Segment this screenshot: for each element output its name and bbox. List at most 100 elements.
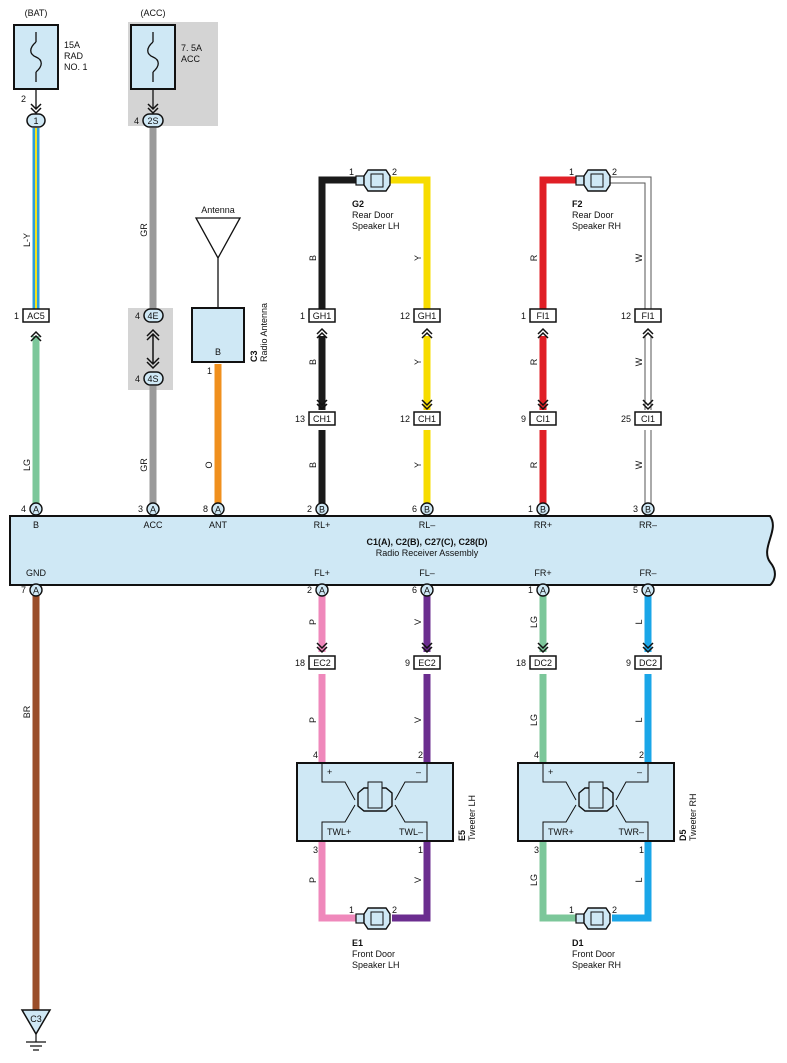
bat-source-label: (BAT) xyxy=(25,8,48,18)
speaker-g2 xyxy=(355,169,391,192)
connector-dc2-left: DC2 18 xyxy=(516,642,557,670)
wire-label-v-mid: V xyxy=(413,717,423,723)
connector-ci1-right: CI1 25 xyxy=(621,399,662,426)
connector-4e: 4E 4 xyxy=(135,308,164,323)
tweeter-d5-minus: – xyxy=(637,767,642,777)
fuse-rad-no1 xyxy=(13,24,59,90)
receiver-pin-conn: A xyxy=(33,586,39,596)
receiver-pin-conn: B xyxy=(424,505,430,515)
receiver-pin-conn: A xyxy=(645,586,651,596)
receiver-pin-conn: B xyxy=(645,505,651,515)
wire-r-top xyxy=(539,176,576,310)
wire-label-b-mid: B xyxy=(308,359,318,365)
fuse-icon xyxy=(147,41,159,73)
svg-text:1: 1 xyxy=(14,311,19,321)
receiver-pin-number: 1 xyxy=(528,585,533,595)
svg-text:4: 4 xyxy=(135,311,140,321)
svg-text:DC2: DC2 xyxy=(534,658,552,668)
svg-text:AC5: AC5 xyxy=(27,311,45,321)
wire-y-top xyxy=(390,176,431,310)
speaker-e1-pin1: 1 xyxy=(349,905,354,915)
radio-receiver-box xyxy=(9,515,776,586)
receiver-pin-number: 2 xyxy=(307,585,312,595)
wire-label-p-mid: P xyxy=(308,717,318,723)
svg-text:CH1: CH1 xyxy=(418,414,436,424)
chevron-down-icon xyxy=(537,642,549,654)
chevron-down-icon xyxy=(147,103,159,115)
ground-triangle-icon xyxy=(20,1009,52,1036)
receiver-pin-number: 3 xyxy=(633,504,638,514)
bat-fuse-line1: 15A xyxy=(64,40,80,50)
chevron-up-icon xyxy=(421,327,433,339)
acc-fuse-line1: 7. 5A xyxy=(181,43,202,53)
wire-b-top xyxy=(318,176,356,310)
tweeter-e5 xyxy=(296,762,454,842)
wire-label-r-bot: R xyxy=(529,461,539,468)
wire-label-w-bot: W xyxy=(634,460,644,469)
speaker-f2-name2: Speaker RH xyxy=(572,221,621,231)
tweeter-e5-code: E5 xyxy=(457,830,467,841)
svg-text:18: 18 xyxy=(295,658,305,668)
wire-label-gr-top: GR xyxy=(139,223,149,237)
speaker-e1-pin2: 2 xyxy=(392,905,397,915)
receiver-pin-conn: A xyxy=(319,586,325,596)
receiver-pin-name: FR– xyxy=(639,568,656,578)
antenna-box-label: B xyxy=(215,347,221,357)
wire-label-p-top: P xyxy=(308,619,318,625)
tweeter-d5-right-label: TWR– xyxy=(619,827,645,837)
bat-fuse-line3: NO. 1 xyxy=(64,62,88,72)
double-arrow-icon xyxy=(146,328,160,370)
connector-4s: 4S 4 xyxy=(135,371,164,386)
receiver-pin-name: ACC xyxy=(143,520,163,530)
speaker-d1-name2: Speaker RH xyxy=(572,960,621,970)
svg-text:1: 1 xyxy=(521,311,526,321)
tweeter-d5-pin-top-right: 2 xyxy=(639,750,644,760)
tweeter-e5-pin-bot-left: 3 xyxy=(313,845,318,855)
wire-l-bot xyxy=(612,842,652,922)
chevron-down-icon xyxy=(421,399,433,411)
tweeter-e5-minus: – xyxy=(416,767,421,777)
receiver-pin-name: RL+ xyxy=(314,520,331,530)
wire-label-y-mid: Y xyxy=(413,359,423,365)
ground-icon xyxy=(26,1041,46,1051)
connector-fi1-left: FI1 1 xyxy=(521,308,557,339)
ground-label: C3 xyxy=(30,1014,42,1024)
chevron-up-icon xyxy=(316,327,328,339)
svg-text:1: 1 xyxy=(300,311,305,321)
svg-text:12: 12 xyxy=(621,311,631,321)
connector-dc2-right: DC2 9 xyxy=(626,642,662,670)
chevron-up-icon xyxy=(30,330,42,342)
receiver-pin-number: 8 xyxy=(203,504,208,514)
wire-p-bot xyxy=(318,842,356,922)
antenna-label: Antenna xyxy=(201,205,235,215)
receiver-pin-name: FR+ xyxy=(534,568,551,578)
svg-text:12: 12 xyxy=(400,311,410,321)
receiver-pin-conn: A xyxy=(150,505,156,515)
speaker-g2-pin2: 2 xyxy=(392,167,397,177)
receiver-pin-name: RL– xyxy=(419,520,436,530)
svg-text:FI1: FI1 xyxy=(641,311,654,321)
tweeter-d5-code: D5 xyxy=(678,829,688,841)
svg-text:FI1: FI1 xyxy=(536,311,549,321)
speaker-f2-code: F2 xyxy=(572,199,583,209)
chevron-down-icon xyxy=(316,399,328,411)
wire-label-br: BR xyxy=(22,705,32,718)
antenna-pin: 1 xyxy=(207,366,212,376)
svg-text:13: 13 xyxy=(295,414,305,424)
svg-text:25: 25 xyxy=(621,414,631,424)
receiver-pin-name: RR– xyxy=(639,520,657,530)
acc-source-label: (ACC) xyxy=(141,8,166,18)
tweeter-e5-plus: + xyxy=(327,767,332,777)
receiver-pin-conn: B xyxy=(319,505,325,515)
wire-label-lg-mid: LG xyxy=(529,714,539,726)
receiver-pin-number: 3 xyxy=(138,504,143,514)
svg-text:CI1: CI1 xyxy=(536,414,550,424)
tweeter-e5-right-label: TWL– xyxy=(399,827,423,837)
bat-junction-pin: 1 xyxy=(33,116,38,126)
